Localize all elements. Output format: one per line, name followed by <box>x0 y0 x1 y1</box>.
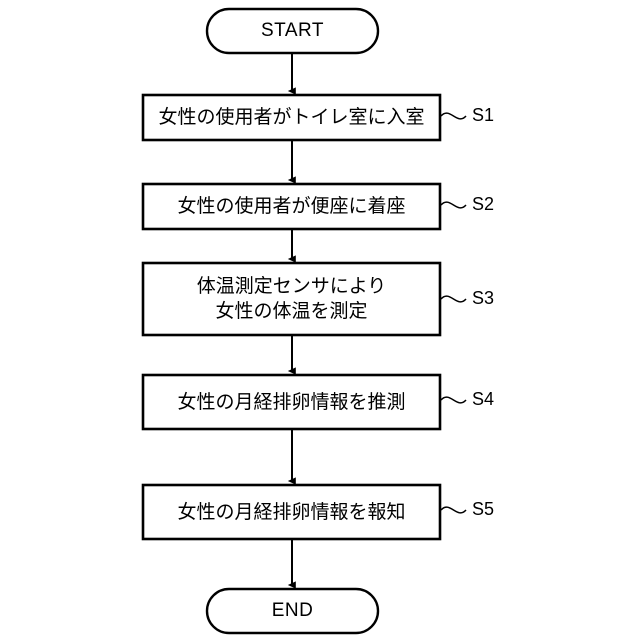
node-s4-shape <box>141 373 442 431</box>
node-start-shape <box>205 7 380 55</box>
node-s1-shape <box>141 93 442 142</box>
step-label-s3: S3 <box>472 288 495 308</box>
node-s2-shape <box>141 182 442 231</box>
step-label-s5: S5 <box>472 499 495 519</box>
node-s5-shape <box>141 483 442 541</box>
leader-line-s4 <box>440 396 467 404</box>
leader-line-s1 <box>440 112 467 120</box>
leader-line-s5 <box>440 506 467 514</box>
node-s3-shape <box>141 261 442 337</box>
step-label-s4: S4 <box>472 389 495 409</box>
leader-line-s3 <box>440 295 467 303</box>
step-label-s1: S1 <box>472 105 495 125</box>
step-label-s2: S2 <box>472 194 495 214</box>
node-end-shape <box>205 587 380 635</box>
leader-line-s2 <box>440 201 467 209</box>
